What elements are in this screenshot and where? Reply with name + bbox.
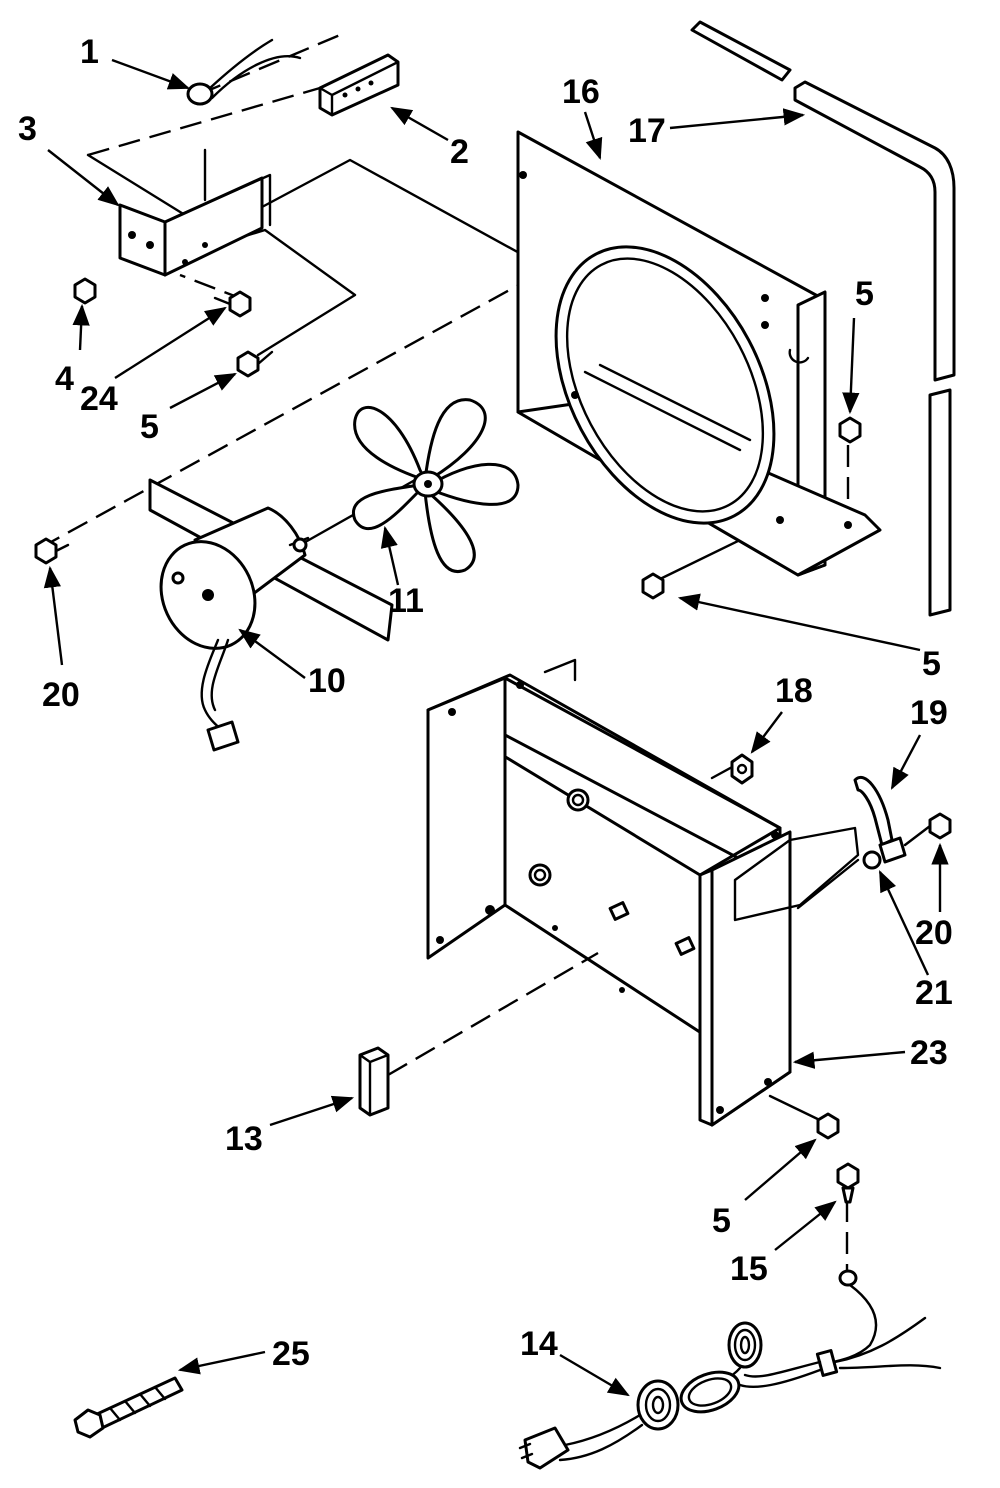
callout-20-right: 20: [915, 914, 953, 952]
callout-11: 11: [388, 582, 424, 620]
callout-15: 15: [730, 1250, 768, 1288]
part-2-terminal-block: [318, 53, 400, 117]
callout-5-shroud-right: 5: [855, 275, 874, 313]
callout-14: 14: [520, 1325, 558, 1363]
callout-16: 16: [562, 73, 600, 111]
callout-20-left: 20: [42, 676, 80, 714]
part-25-bolt: [73, 1376, 184, 1439]
part-16-fan-shroud: [516, 130, 882, 577]
part-14-power-cord: [518, 1283, 942, 1470]
part-5-screw-b: [838, 416, 862, 444]
callout-4: 4: [55, 360, 74, 398]
part-5-screw-d: [816, 1112, 840, 1140]
part-3-mounting-bracket: [118, 173, 272, 277]
leader-arrows: [43, 58, 949, 1397]
part-20-screw-a: [34, 537, 70, 565]
callout-21: 21: [915, 974, 953, 1012]
part-10-fan-motor: [148, 478, 394, 752]
callout-labels: 1 2 3 4 24 5 16 17 5 5 11 10 20 18 19 20…: [18, 33, 953, 1373]
part-23-base-bracket: [426, 658, 860, 1127]
callout-2: 2: [450, 133, 469, 171]
part-21-washer: [862, 850, 882, 870]
part-24-screw: [213, 290, 252, 318]
part-5-screw-c: [641, 572, 665, 600]
callout-19: 19: [910, 694, 948, 732]
callout-17: 17: [628, 112, 666, 150]
callout-5-shroud-bottom: 5: [922, 645, 941, 683]
part-17-gasket-strips: [690, 20, 956, 617]
part-15-screw: [836, 1162, 860, 1287]
callout-24: 24: [80, 380, 118, 418]
part-5-screw-a: [236, 350, 274, 378]
callout-3: 3: [18, 110, 37, 148]
callout-25: 25: [272, 1335, 310, 1373]
callout-10: 10: [308, 662, 346, 700]
callout-23: 23: [910, 1034, 948, 1072]
callout-5-top-left: 5: [140, 408, 159, 446]
callout-18: 18: [775, 672, 813, 710]
callout-1: 1: [80, 33, 99, 71]
callout-5-bottom: 5: [712, 1202, 731, 1240]
part-13-component: [358, 1046, 390, 1117]
part-11-fan-blade: [351, 398, 520, 574]
callout-13: 13: [225, 1120, 263, 1158]
part-4-screw: [73, 277, 97, 305]
part-1-wire-connector: [186, 38, 302, 106]
part-20-screw-b: [903, 812, 952, 847]
part-19-clip: [853, 776, 907, 864]
part-18-nut: [730, 753, 754, 785]
